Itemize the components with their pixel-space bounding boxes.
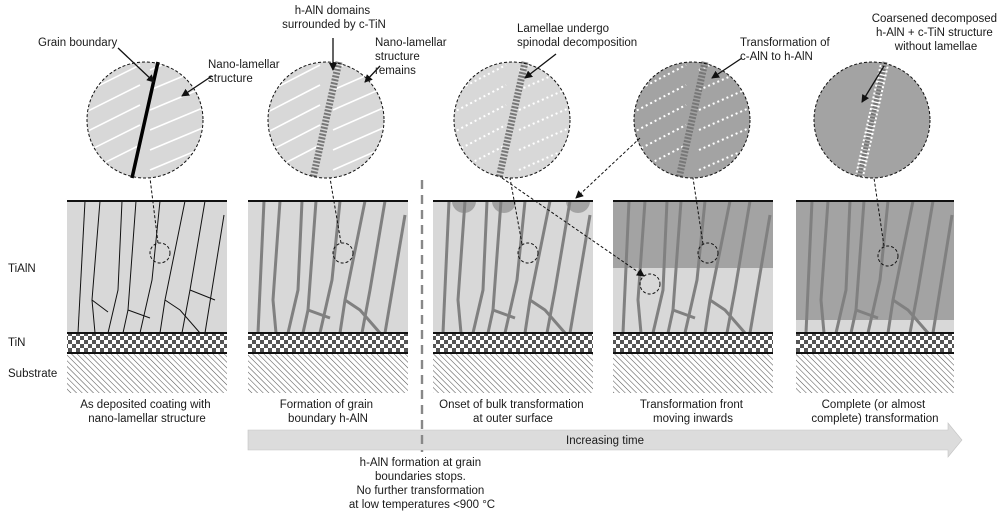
label-spinodal: Lamellae undergo spinodal decomposition	[517, 23, 637, 49]
label-nano-lamellar-remains: Nano-lamellar structure remains	[375, 37, 450, 77]
label-substrate: Substrate	[8, 368, 57, 380]
time-arrow	[247, 422, 963, 458]
time-arrow-label: Increasing time	[566, 435, 644, 447]
label-grain-boundary: Grain boundary	[38, 37, 118, 49]
stage-1-cross-section	[67, 200, 227, 393]
label-coarsened: Coarsened decomposed h-AlN + c-TiN struc…	[872, 13, 1001, 53]
label-transformation-c-to-h: Transformation of c-AlN to h-AlN	[740, 37, 833, 63]
stage-3-caption: Onset of bulk transformation at outer su…	[439, 399, 587, 425]
dashed-arrows	[501, 137, 645, 277]
label-tin: TiN	[8, 337, 25, 349]
stage-2-cross-section	[248, 200, 408, 393]
stage-5-caption: Complete (or almost complete) transforma…	[811, 399, 938, 425]
stage-2-caption: Formation of grain boundary h-AlN	[280, 399, 377, 425]
zoom-circle-4	[633, 61, 751, 179]
stage-4-cross-section	[613, 200, 773, 393]
label-nano-lamellar: Nano-lamellar structure	[208, 59, 283, 85]
stage-1-caption: As deposited coating with nano-lamellar …	[80, 399, 214, 425]
zoom-circle-5	[813, 61, 931, 179]
stage-3-cross-section	[433, 200, 593, 393]
label-hAlN-domains: h-AlN domains surrounded by c-TiN	[282, 5, 386, 31]
label-tialn: TiAlN	[8, 263, 36, 275]
stage-4-caption: Transformation front moving inwards	[640, 399, 746, 425]
low-temp-note: h-AlN formation at grain boundaries stop…	[349, 457, 495, 511]
zoom-circle-1	[86, 61, 204, 179]
zoom-circle-3	[453, 61, 571, 179]
stage-5-cross-section	[796, 200, 954, 393]
zoom-connectors	[149, 177, 885, 247]
label-arrows	[117, 38, 885, 103]
